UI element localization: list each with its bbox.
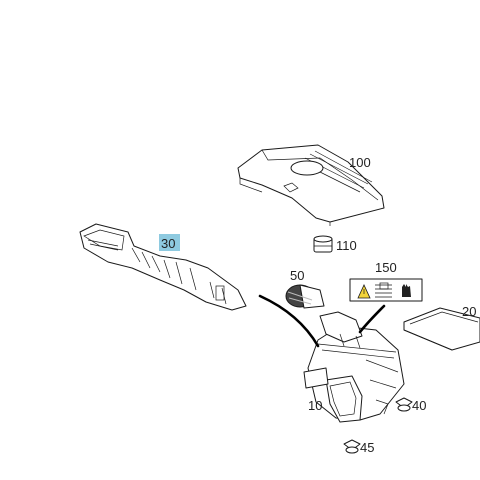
rubber-mount-part-45[interactable]: [343, 439, 361, 454]
label-part-110[interactable]: 110: [336, 238, 357, 253]
label-part-20[interactable]: 20: [462, 304, 476, 319]
engine-cover-part-100[interactable]: [237, 144, 385, 226]
label-part-10[interactable]: 10: [308, 398, 322, 413]
rubber-mount-part-40[interactable]: [395, 397, 413, 412]
label-part-40[interactable]: 40: [412, 398, 426, 413]
leader-line-duct-to-housing: [258, 294, 320, 348]
label-part-100[interactable]: 100: [349, 155, 371, 170]
label-part-150[interactable]: 150: [375, 260, 397, 275]
label-part-30[interactable]: 30: [161, 236, 175, 251]
air-filter-housing-part-10[interactable]: [303, 311, 405, 423]
label-part-45[interactable]: 45: [360, 440, 374, 455]
air-mass-sensor-part-50[interactable]: [285, 284, 325, 309]
label-part-50[interactable]: 50: [290, 268, 304, 283]
intake-duct-part-30[interactable]: [79, 223, 247, 311]
warning-label-part-150[interactable]: [349, 278, 423, 302]
part-30-highlight: [159, 234, 180, 251]
air-filter-element-part-20[interactable]: [403, 307, 480, 351]
grommet-part-110[interactable]: [313, 235, 333, 253]
leader-line-label-to-housing: [358, 304, 386, 334]
